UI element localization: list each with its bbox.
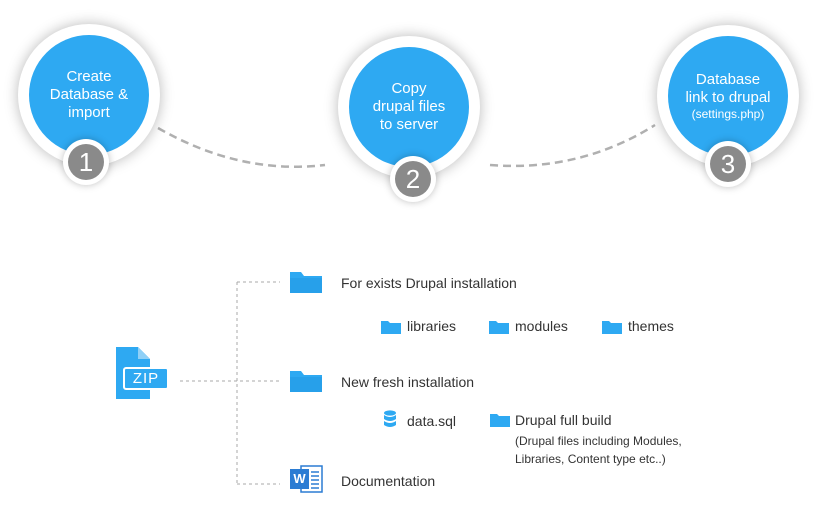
folder-icon-build (490, 412, 510, 427)
drupal-build-label: Drupal full build (515, 412, 612, 428)
step-2-line-2: drupal files (372, 98, 446, 115)
existing-install-label: For exists Drupal installation (341, 275, 517, 291)
zip-file-icon: ZIP (112, 345, 172, 401)
build-note-line-2: Libraries, Content type etc..) (515, 452, 666, 466)
data-sql-label: data.sql (407, 413, 457, 429)
folder-icon-themes (602, 319, 622, 334)
folder-icon-libraries (381, 319, 401, 334)
step-2-number: 2 (395, 161, 431, 197)
step-1-line-3: import (68, 104, 110, 121)
step-2-line-3: to server (379, 116, 439, 133)
step-3-sub: (settings.php) (691, 106, 765, 121)
step-2-line-1: Copy (391, 80, 427, 97)
word-icon-letter: W (293, 471, 306, 486)
step-2-circle: Copy drupal files to server (338, 36, 480, 178)
step-1-badge: 1 (63, 139, 109, 185)
connector-arc-1-2 (157, 126, 326, 168)
step-2-badge: 2 (390, 156, 436, 202)
documentation-label: Documentation (341, 473, 436, 489)
folder-icon-fresh (289, 367, 323, 393)
word-document-icon: W (289, 464, 323, 494)
build-note-line-1: (Drupal files including Modules, (515, 434, 682, 448)
step-1-line-1: Create (66, 68, 112, 85)
step-3-line-1: Database (695, 70, 761, 88)
folder-modules-label: modules (515, 318, 568, 334)
fresh-install-label: New fresh installation (341, 374, 475, 390)
folder-icon-existing (289, 268, 323, 294)
folder-icon-modules (489, 319, 509, 334)
step-1-number: 1 (68, 144, 104, 180)
database-icon (383, 410, 397, 428)
connector-arc-2-3 (489, 123, 656, 168)
folder-themes-label: themes (628, 318, 674, 334)
folder-libraries-label: libraries (407, 318, 457, 334)
zip-label: ZIP (132, 370, 160, 387)
step-3-number: 3 (710, 146, 746, 182)
step-3-line-2: link to drupal (685, 88, 771, 106)
step-3-badge: 3 (705, 141, 751, 187)
step-1-line-2: Database & (49, 86, 129, 103)
